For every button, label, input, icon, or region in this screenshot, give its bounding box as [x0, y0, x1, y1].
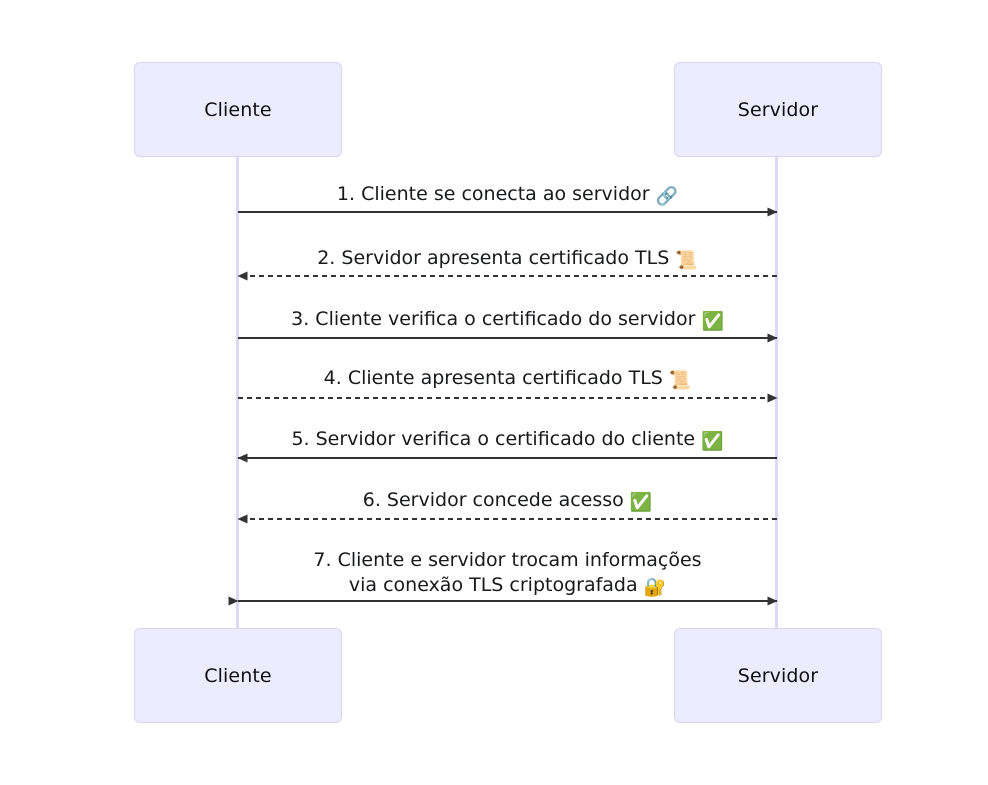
participant-label-servidor-bottom: Servidor: [737, 664, 819, 687]
participant-label-cliente-bottom: Cliente: [204, 664, 272, 687]
message-4-text: Cliente apresenta certificado TLS: [347, 367, 663, 389]
message-label-5: 5. Servidor verifica o certificado do cl…: [238, 427, 777, 454]
check-mark-icon: ✅: [701, 311, 724, 332]
message-3-number: 3.: [291, 308, 310, 330]
check-mark-icon: ✅: [629, 492, 653, 513]
participant-label-cliente-top: Cliente: [204, 98, 272, 121]
message-7-text-line2: via conexão TLS criptografada: [348, 574, 638, 596]
message-7-line-2: via conexão TLS criptografada 🔐: [238, 573, 777, 600]
message-label-6: 6. Servidor concede acesso ✅: [238, 488, 777, 515]
message-2-text: Servidor apresenta certificado TLS: [341, 247, 670, 269]
participant-label-servidor-top: Servidor: [737, 98, 819, 121]
lifeline-cliente: [236, 157, 239, 628]
message-6-text: Servidor concede acesso: [386, 489, 624, 511]
participant-box-cliente-bottom[interactable]: Cliente: [134, 628, 342, 723]
message-2-number: 2.: [317, 247, 336, 269]
message-6-number: 6.: [362, 489, 381, 511]
message-1-number: 1.: [336, 183, 356, 205]
message-label-4: 4. Cliente apresenta certificado TLS 📜: [238, 366, 777, 393]
message-3-text: Cliente verifica o certificado do servid…: [315, 308, 696, 330]
check-mark-icon: ✅: [701, 431, 724, 452]
message-label-2: 2. Servidor apresenta certificado TLS 📜: [238, 246, 777, 273]
certificate-icon: 📜: [668, 370, 692, 391]
message-7-number: 7.: [313, 549, 332, 571]
message-7-line-1: 7. Cliente e servidor trocam informações: [238, 548, 777, 573]
message-5-text: Servidor verifica o certificado do clien…: [315, 428, 696, 450]
certificate-icon: 📜: [675, 250, 698, 271]
link-icon: 🔗: [655, 186, 679, 207]
participant-box-servidor-bottom[interactable]: Servidor: [674, 628, 882, 723]
locked-with-key-icon: 🔐: [643, 577, 667, 598]
message-7-text: Cliente e servidor trocam informações: [337, 549, 702, 571]
message-5-number: 5.: [291, 428, 310, 450]
message-4-number: 4.: [323, 367, 342, 389]
message-label-3: 3. Cliente verifica o certificado do ser…: [238, 307, 777, 334]
participant-box-servidor-top[interactable]: Servidor: [674, 62, 882, 157]
message-label-1: 1. Cliente se conecta ao servidor 🔗: [238, 182, 777, 209]
participant-box-cliente-top[interactable]: Cliente: [134, 62, 342, 157]
message-label-7: 7. Cliente e servidor trocam informações…: [238, 548, 777, 600]
lifeline-servidor: [775, 157, 778, 628]
message-1-text: Cliente se conecta ao servidor: [361, 183, 650, 205]
